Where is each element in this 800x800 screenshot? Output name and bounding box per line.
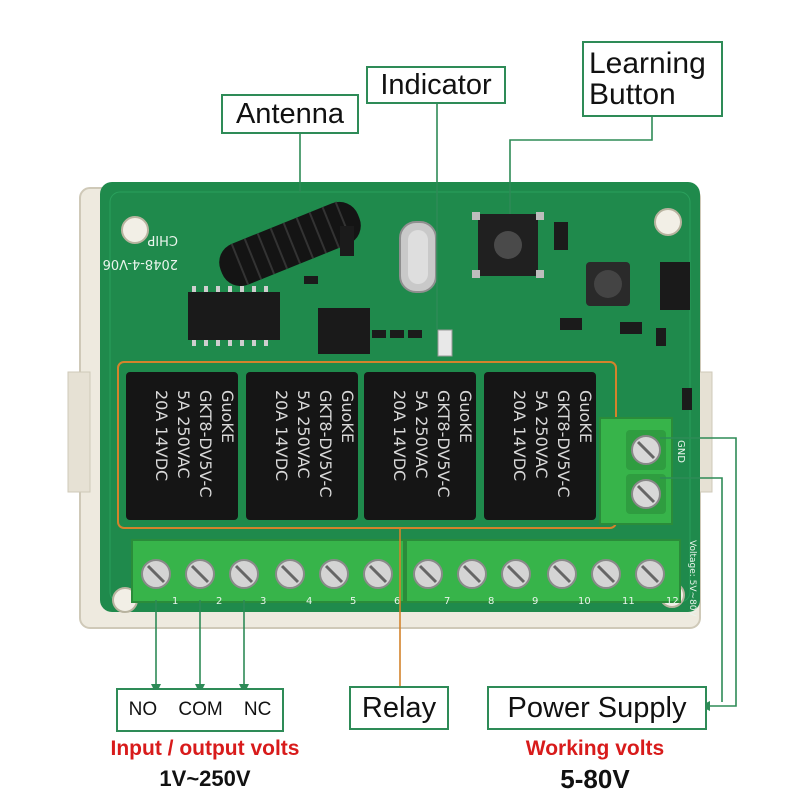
screw-slot <box>596 564 616 584</box>
relay-marking: 5A 250VAC <box>412 390 431 479</box>
power-supply-callout-line-bottom <box>660 477 723 702</box>
terminal-number: 8 <box>488 596 494 607</box>
terminal-number: 7 <box>444 596 450 607</box>
indicator-label-text: Indicator <box>380 68 492 101</box>
nc-label: NC <box>243 699 272 721</box>
board-chip-text: CHIP <box>147 232 178 247</box>
relay-marking: GKT8-DV5V-C <box>554 390 573 498</box>
inductor-core <box>594 270 622 298</box>
power-terminal-block <box>599 417 673 525</box>
learning-button-label-line2: Button <box>589 78 676 111</box>
relay-marking: GuoKE <box>338 390 357 443</box>
terminal-number: 10 <box>578 596 591 607</box>
learning-button-switch[interactable] <box>472 212 544 278</box>
screw-slot <box>418 564 438 584</box>
learning-button-label-line1: Learning <box>589 46 706 80</box>
output-terminal-blocks <box>131 539 681 603</box>
terminal-number: 11 <box>622 596 635 607</box>
screw-slot <box>506 564 526 584</box>
case-tab-left <box>67 371 91 493</box>
relay-marking: 20A 14VDC <box>152 390 171 481</box>
io-volts-title: Input / output volts <box>110 737 300 760</box>
antenna-label: Antenna <box>221 94 359 134</box>
relay-marking: GuoKE <box>218 390 237 443</box>
relay-marking: GKT8-DV5V-C <box>434 390 453 498</box>
terminal-number: 5 <box>350 596 356 607</box>
diode <box>660 262 690 310</box>
indicator-led <box>437 329 453 357</box>
terminal-number: 2 <box>216 596 222 607</box>
learning-button-label: Learning Button <box>582 41 723 117</box>
relay-marking: 20A 14VDC <box>272 390 291 481</box>
io-terminal-label: NO COM NC <box>116 688 284 732</box>
indicator-label: Indicator <box>366 66 506 104</box>
power-supply-callout-line-top <box>660 437 737 707</box>
relay-label-text: Relay <box>361 691 437 724</box>
working-volts-value: 5-80V <box>560 764 630 794</box>
relay-marking: GuoKE <box>576 390 595 443</box>
screw-slot <box>190 564 210 584</box>
relay-label: Relay <box>349 686 449 730</box>
power-supply-label: Power Supply <box>487 686 707 730</box>
screw-slot <box>462 564 482 584</box>
terminal-number: 4 <box>306 596 312 607</box>
power-supply-label-text: Power Supply <box>507 691 687 724</box>
mounting-hole <box>654 208 682 236</box>
crystal-top <box>408 230 428 284</box>
screw-slot <box>324 564 344 584</box>
ic-chip-secondary <box>318 308 370 354</box>
relay-marking: 5A 250VAC <box>174 390 193 479</box>
terminal-number: 12 <box>666 596 679 607</box>
relay-marking: GKT8-DV5V-C <box>316 390 335 498</box>
screw-slot <box>368 564 388 584</box>
board-model-text: 2048-4-V06 <box>103 256 178 271</box>
antenna-label-text: Antenna <box>235 97 345 130</box>
terminal-screws <box>141 559 665 589</box>
antenna-coil <box>219 201 361 287</box>
terminal-number: 3 <box>260 596 266 607</box>
terminal-number: 1 <box>172 596 178 607</box>
com-label: COM <box>178 699 223 721</box>
relay-marking: GKT8-DV5V-C <box>196 390 215 498</box>
terminal-number: 6 <box>394 596 400 607</box>
screw-slot <box>234 564 254 584</box>
mounting-hole <box>121 216 149 244</box>
screw-slot <box>552 564 572 584</box>
smd-components <box>304 222 692 410</box>
relay-marking: 5A 250VAC <box>294 390 313 479</box>
relay-marking: 20A 14VDC <box>510 390 529 481</box>
relay-marking: 5A 250VAC <box>532 390 551 479</box>
screw-slot <box>280 564 300 584</box>
power-terminal-label: GND <box>675 440 686 463</box>
no-label: NO <box>128 699 158 721</box>
screw-slot <box>146 564 166 584</box>
ic-chip-main <box>188 286 280 346</box>
terminal-number: 9 <box>532 596 538 607</box>
screw-slot <box>640 564 660 584</box>
relay-marking: 20A 14VDC <box>390 390 409 481</box>
relay-marking: GuoKE <box>456 390 475 443</box>
learning-button-callout-line <box>509 116 653 214</box>
io-volts-value: 1V~250V <box>159 766 251 791</box>
voltage-mark: Voltage: 5V~80V <box>687 540 697 618</box>
working-volts-title: Working volts <box>525 737 665 760</box>
callout-lines <box>155 102 737 707</box>
